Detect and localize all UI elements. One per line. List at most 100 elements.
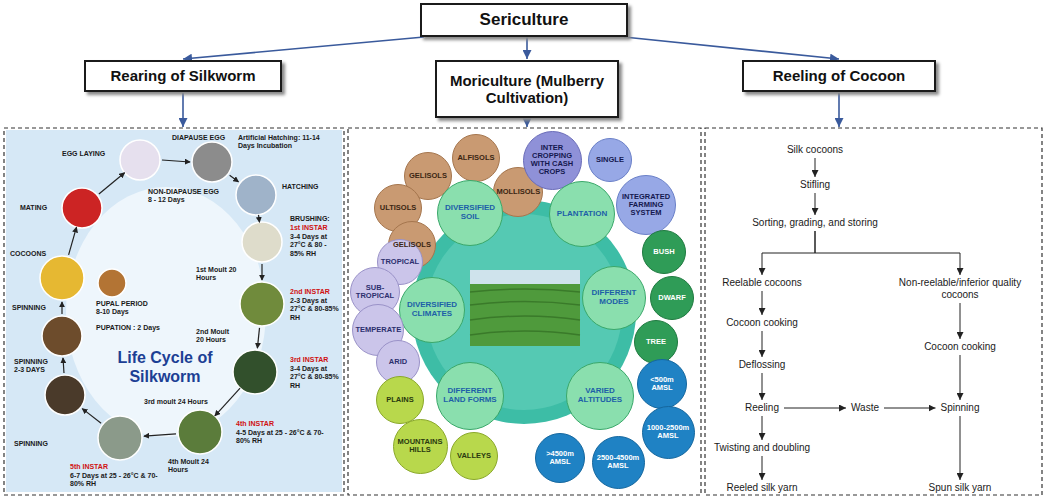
flow-arrow — [960, 416, 961, 480]
label-box: 2nd Moult 20 Hours — [196, 328, 238, 345]
circle-node: 2500-4500m AMSL — [592, 436, 645, 489]
branch-arrow — [526, 37, 528, 59]
cycle-label: SPINNING — [12, 304, 52, 312]
flow-step: Reelable cocoons — [719, 276, 805, 290]
life-cycle-arrows — [62, 160, 262, 436]
label-box: PUPATION : 2 Days — [96, 324, 172, 332]
node-text: DWARF — [658, 294, 686, 302]
cycle-label: PUPAL PERIOD 8-10 Days — [96, 300, 156, 317]
label-box: PUPAL PERIOD 8-10 Days — [96, 300, 156, 317]
node-text: DIFFERENT MODES — [585, 289, 643, 307]
cycle-label: 1st INSTAR — [290, 224, 342, 232]
cycle-label: 4th INSTAR — [236, 420, 324, 428]
node-text: 1000-2500m AMSL — [645, 424, 692, 441]
circle-node: DWARF — [650, 276, 694, 320]
node-text: Rearing of Silkworm — [110, 67, 255, 84]
node-text: SUB-TROPICAL — [353, 284, 396, 301]
node-text: DIFFERENT LAND FORMS — [439, 387, 500, 405]
cycle-label: COCOONS — [10, 250, 50, 258]
node-text: ULTISOLS — [380, 204, 417, 212]
cycle-label: 4-5 Days at 25 - 26°C & 70-80% RH — [236, 429, 324, 446]
flow-arrow — [762, 373, 763, 400]
dashed-panel — [705, 128, 1042, 495]
circle-node: VALLEYS — [450, 432, 498, 480]
circle-node: <500m AMSL — [637, 359, 687, 409]
cycle-label: BRUSHING: — [290, 215, 342, 223]
flow-arrow — [762, 331, 763, 357]
label-box: 6-7 Days at 25 - 26°C & 70-80% RH — [70, 472, 162, 489]
label-box: 4th Moult 24 Hours — [168, 458, 210, 475]
label-box: COCOONS — [10, 250, 50, 258]
cycle-title: Life Cycle of Silkworm — [100, 348, 230, 386]
life-cycle-photos — [40, 140, 284, 460]
flow-arrow — [762, 416, 763, 440]
node-text: Silk cocoons — [787, 144, 843, 156]
flow-arrow — [884, 408, 936, 409]
flow-step: Cocoon cooking — [723, 316, 801, 330]
node-text: MOLLISOLS — [496, 188, 539, 196]
flow-step: Waste — [848, 401, 882, 415]
node-text: SINGLE — [596, 156, 624, 164]
circle-node: ALFISOLS — [452, 134, 500, 182]
flow-arrow — [960, 355, 961, 400]
label-box: 3rd moult 24 Hours — [144, 398, 224, 406]
node-text: MOUNTAINS HILLS — [396, 438, 445, 455]
heading-box: Rearing of Silkworm — [84, 60, 282, 92]
node-text: ARID — [389, 358, 407, 366]
flow-step: Silk cocoons — [784, 143, 847, 157]
label-box: 3rd INSTAR — [290, 356, 342, 364]
flow-step: Reeling — [742, 401, 782, 415]
panel-glow — [66, 187, 266, 437]
cycle-label: 5th INSTAR — [70, 463, 120, 471]
node-text: Waste — [851, 402, 879, 414]
cycle-label: MATING — [20, 204, 56, 212]
node-text: VARIED ALTITUDES — [569, 387, 630, 405]
panel-arrow — [838, 93, 840, 127]
node-text: INTER CROPPING WITH CASH CROPS — [526, 144, 578, 177]
mulberry-photo — [470, 270, 580, 346]
label-box: SPINNING — [12, 304, 52, 312]
flow-arrow — [815, 231, 960, 275]
cycle-label: 2-3 Days at 27°C & 80-85% RH — [290, 297, 342, 322]
cycle-label: Artificial Hatching: 11-14 Days Incubati… — [238, 134, 338, 151]
label-box: 5th INSTAR — [70, 463, 120, 471]
node-text: Cocoon cooking — [726, 317, 798, 329]
panel-arrow — [526, 119, 528, 127]
flow-arrow — [815, 193, 816, 215]
cycle-label: 4th Moult 24 Hours — [168, 458, 210, 475]
panel-arrow — [182, 93, 184, 127]
label-box: 4-5 Days at 25 - 26°C & 70-80% RH — [236, 429, 324, 446]
flow-step: Cocoon cooking — [921, 340, 999, 354]
label-box: Artificial Hatching: 11-14 Days Incubati… — [238, 134, 338, 151]
circle-node: TREE — [634, 320, 678, 364]
node-text: GELISOLS — [393, 241, 431, 249]
node-text: DIVERSIFIED CLIMATES — [402, 301, 461, 319]
label-box: SPINNING 2-3 DAYS — [14, 358, 54, 375]
node-text: PLAINS — [386, 396, 414, 404]
cycle-label: HATCHING — [282, 183, 332, 191]
node-text: Moriculture (Mulberry Cultivation) — [442, 72, 612, 107]
node-text: Sericulture — [480, 10, 569, 30]
heading-box: Moriculture (Mulberry Cultivation) — [435, 60, 619, 118]
node-text: PLANTATION — [557, 210, 607, 219]
cycle-label: 3-4 Days at 27°C & 80-85% RH — [290, 365, 342, 390]
node-text: VALLEYS — [457, 452, 491, 460]
node-text: Stifling — [800, 179, 830, 191]
node-text: Reeling of Cocoon — [773, 67, 906, 84]
node-text: 2500-4500m AMSL — [595, 454, 642, 471]
label-box: 4th INSTAR — [236, 420, 324, 428]
cycle-label: EGG LAYING — [62, 150, 110, 158]
flow-arrow — [784, 408, 846, 409]
node-text: Deflossing — [739, 359, 786, 371]
node-text: Reelable cocoons — [722, 277, 802, 289]
label-box: SPINNING — [14, 440, 54, 448]
label-box: HATCHING — [282, 183, 332, 191]
cycle-label: 3-4 Days at 27°C & 80 - 85% RH — [290, 233, 342, 258]
branch-arrow — [183, 37, 424, 59]
node-text: Spinning — [941, 402, 980, 414]
circle-node: >4500m AMSL — [535, 433, 585, 483]
node-text: Cocoon cooking — [924, 341, 996, 353]
cycle-label: SPINNING 2-3 DAYS — [14, 358, 54, 375]
node-text: Spun silk yarn — [929, 482, 992, 494]
